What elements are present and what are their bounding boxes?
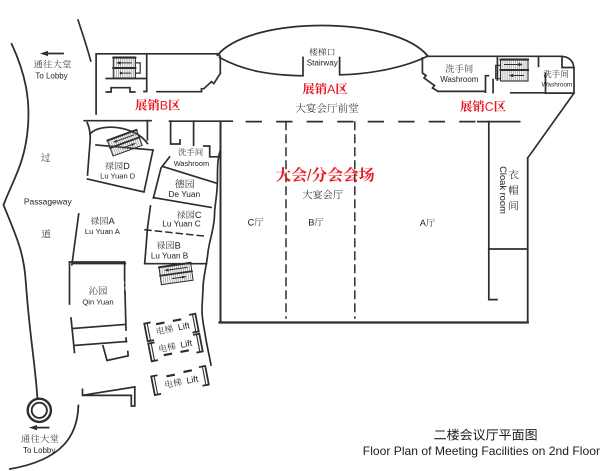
- svg-text:Cloak room: Cloak room: [498, 166, 508, 214]
- svg-text:To Lobby: To Lobby: [23, 446, 55, 455]
- svg-text:Washroom: Washroom: [174, 159, 209, 168]
- svg-text:Washroom: Washroom: [440, 75, 479, 84]
- svg-text:Lu Yuan B: Lu Yuan B: [151, 251, 188, 260]
- svg-text:Lu Yuan C: Lu Yuan C: [162, 220, 200, 229]
- svg-text:Stairway: Stairway: [307, 59, 339, 68]
- svg-text:Qin Yuan: Qin Yuan: [82, 298, 113, 307]
- svg-text:Passageway: Passageway: [24, 197, 73, 207]
- svg-text:Lu Yuan A: Lu Yuan A: [85, 227, 121, 236]
- svg-text:De Yuan: De Yuan: [168, 189, 200, 199]
- svg-text:To Lobby: To Lobby: [35, 72, 67, 81]
- svg-text:Floor Plan of Meeting Faciliti: Floor Plan of Meeting Facilities on 2nd …: [363, 444, 600, 458]
- svg-text:Washroom: Washroom: [542, 81, 573, 88]
- svg-text:Lu Yuan D: Lu Yuan D: [100, 171, 136, 180]
